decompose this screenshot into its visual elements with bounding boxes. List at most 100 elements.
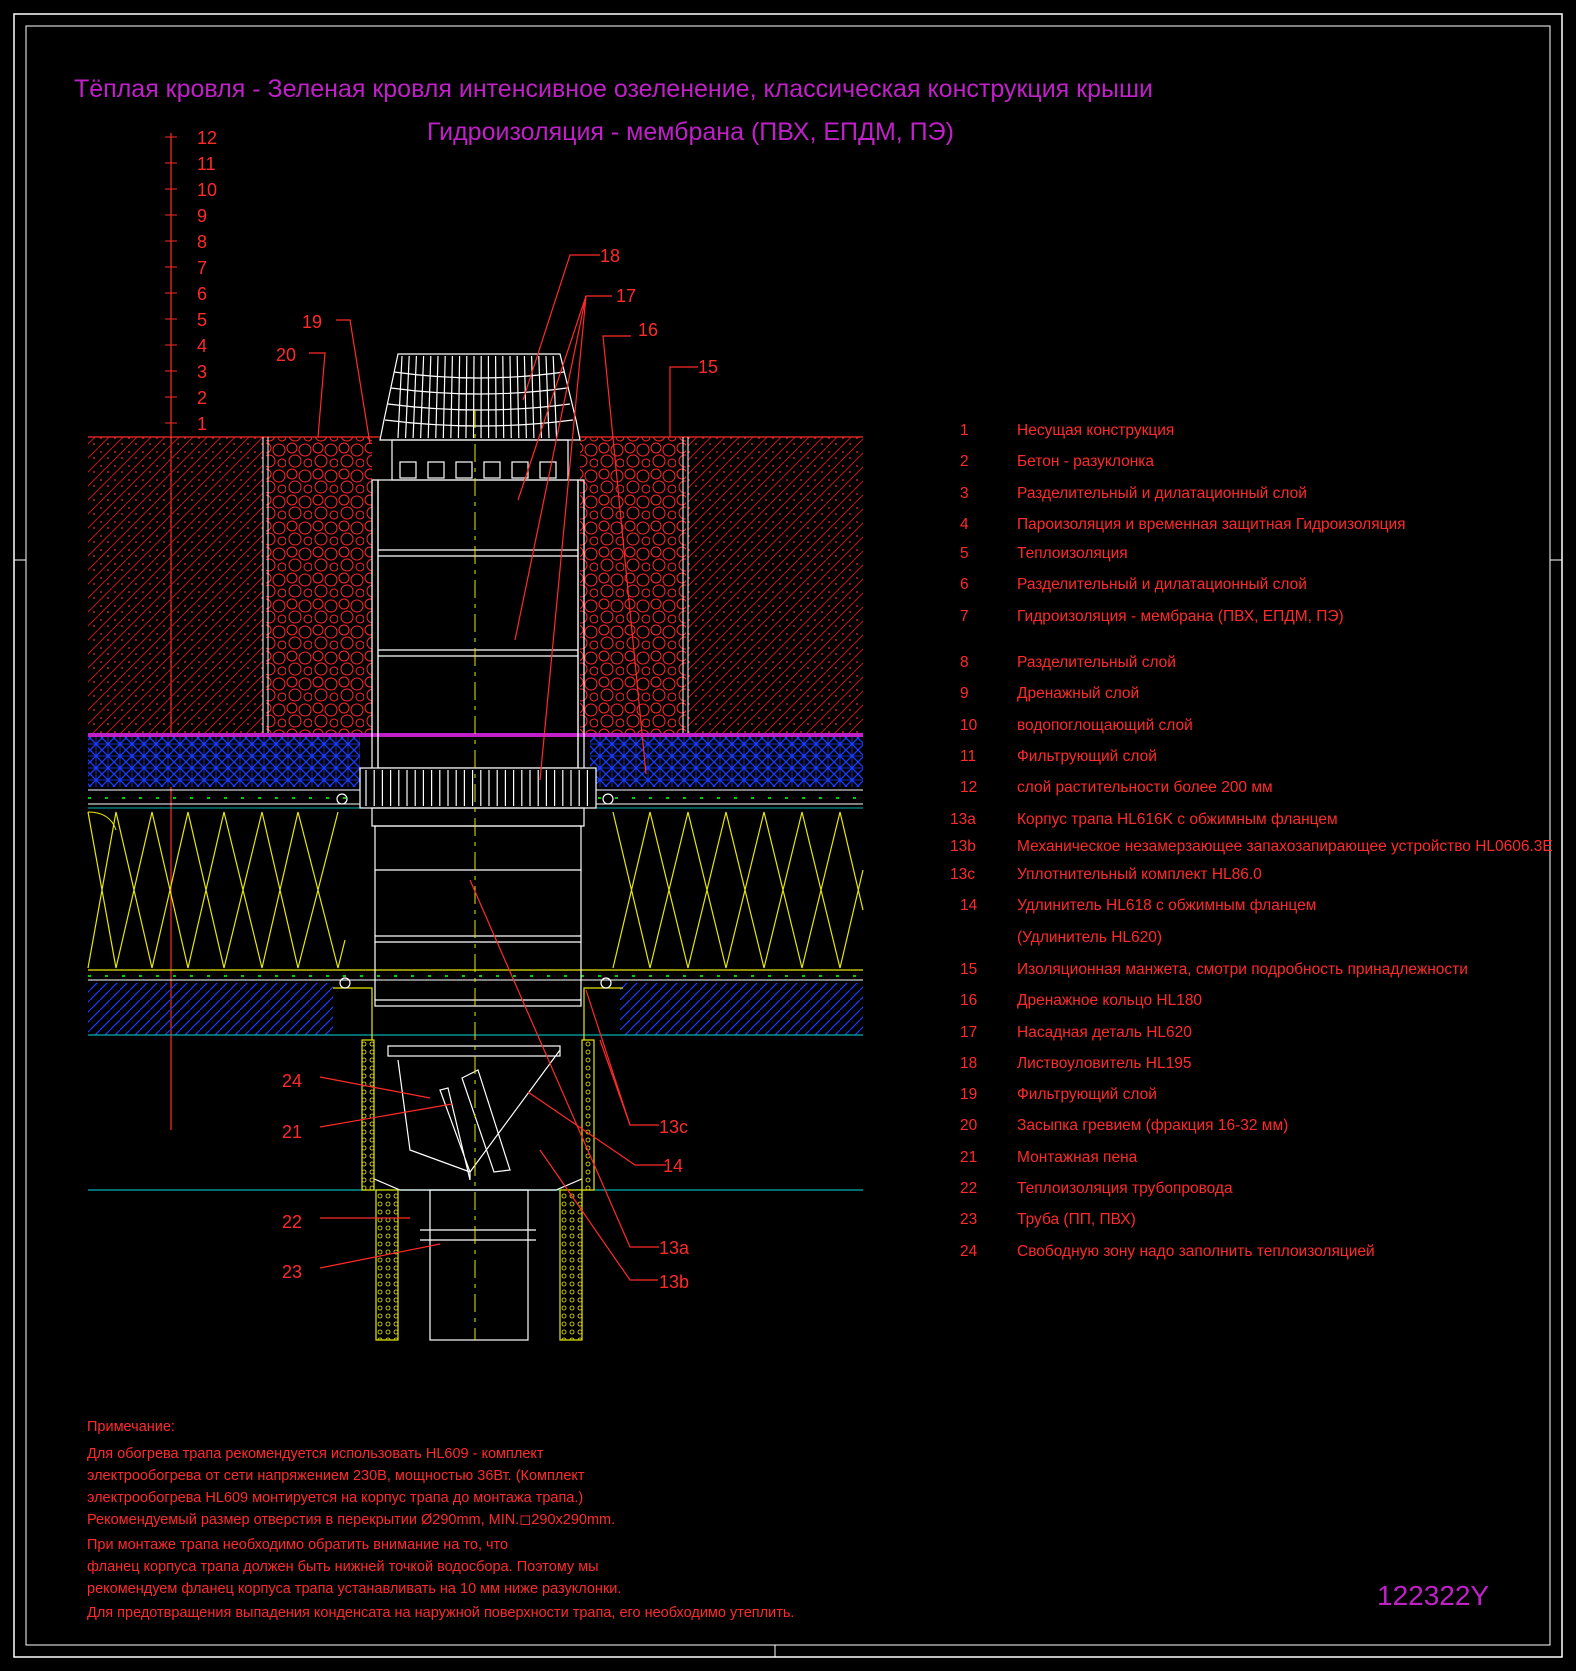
legend-text: Удлинитель HL618 с обжимным фланцем bbox=[1017, 897, 1317, 914]
legend-text: Разделительный слой bbox=[1017, 654, 1176, 671]
drawing-code: 122322Y bbox=[1377, 1580, 1490, 1611]
scale-label: 6 bbox=[197, 284, 207, 304]
dome-slot bbox=[399, 461, 417, 479]
legend-number: 15 bbox=[960, 961, 978, 978]
legend-text: Изоляционная манжета, смотри подробность… bbox=[1017, 961, 1468, 978]
callout-22: 22 bbox=[282, 1212, 302, 1232]
legend-text: Монтажная пена bbox=[1017, 1149, 1138, 1166]
legend-text: Теплоизоляция bbox=[1017, 545, 1128, 562]
legend-text: Фильтрующий слой bbox=[1017, 748, 1157, 765]
dome-rib bbox=[538, 355, 543, 439]
legend-number: 5 bbox=[960, 545, 969, 562]
scale-label: 5 bbox=[197, 310, 207, 330]
callout-24: 24 bbox=[282, 1071, 302, 1091]
note-line: Для предотвращения выпадения конденсата … bbox=[87, 1605, 795, 1621]
callout-13c: 13c bbox=[659, 1117, 688, 1137]
dome-rib bbox=[412, 355, 417, 439]
dome-rib bbox=[420, 355, 425, 439]
drawing-title: Тёплая кровля - Зеленая кровля интенсивн… bbox=[74, 75, 1153, 103]
note-line: Рекомендуемый размер отверстия в перекры… bbox=[87, 1512, 616, 1528]
legend-number: 22 bbox=[960, 1180, 978, 1197]
legend-number: 13b bbox=[950, 838, 976, 855]
legend-text: слой растительности более 200 мм bbox=[1017, 779, 1273, 796]
legend-number: 16 bbox=[960, 992, 978, 1009]
legend-number: 13c bbox=[950, 866, 975, 883]
legend-text: Механическое незамерзающее запахозапираю… bbox=[1017, 838, 1553, 855]
callout-18: 18 bbox=[600, 246, 620, 266]
dome-rib bbox=[552, 355, 558, 439]
legend-number: 9 bbox=[960, 685, 969, 702]
dome-slot bbox=[455, 461, 473, 479]
dome-rib bbox=[442, 355, 446, 439]
scale-label: 9 bbox=[197, 206, 207, 226]
roof-section bbox=[87, 436, 864, 1191]
legend-text: Несущая конструкция bbox=[1017, 422, 1175, 439]
legend-text: Свободную зону надо заполнить теплоизоля… bbox=[1017, 1243, 1375, 1260]
scale-label: 4 bbox=[197, 336, 207, 356]
legend-number: 20 bbox=[960, 1117, 978, 1134]
note-line: При монтаже трапа необходимо обратить вн… bbox=[87, 1537, 509, 1553]
legend-number: 13a bbox=[950, 811, 976, 828]
drawing-subtitle: Гидроизоляция - мембрана (ПВХ, ЕПДМ, ПЭ) bbox=[427, 118, 954, 146]
sheet-frame bbox=[13, 13, 1563, 1658]
legend-text: (Удлинитель HL620) bbox=[1017, 929, 1163, 946]
legend-number: 14 bbox=[960, 897, 978, 914]
legend-text: Разделительный и дилатационный слой bbox=[1017, 485, 1307, 502]
legend-text: Фильтрующий слой bbox=[1017, 1086, 1157, 1103]
scale-label: 10 bbox=[197, 180, 217, 200]
legend-number: 17 bbox=[960, 1024, 978, 1041]
legend-number: 23 bbox=[960, 1211, 978, 1228]
legend-number: 24 bbox=[960, 1243, 978, 1260]
legend-text: Засыпка гревием (фракция 16-32 мм) bbox=[1017, 1117, 1289, 1134]
legend-text: Теплоизоляция трубопровода bbox=[1017, 1180, 1233, 1197]
legend-text: Насадная деталь HL620 bbox=[1017, 1024, 1192, 1041]
legend-number: 3 bbox=[960, 485, 969, 502]
callout-15: 15 bbox=[698, 357, 718, 377]
dome-rib bbox=[509, 355, 512, 439]
dome-rib bbox=[516, 355, 520, 439]
leader-lines bbox=[309, 254, 698, 1281]
callout-13a: 13a bbox=[659, 1238, 690, 1258]
legend-text: Дренажное кольцо HL180 bbox=[1017, 992, 1203, 1009]
legend-number: 4 bbox=[960, 516, 969, 533]
dome-rib bbox=[450, 355, 453, 439]
dome-rib bbox=[465, 355, 468, 439]
dome-rib bbox=[397, 355, 403, 439]
scale-label: 11 bbox=[197, 154, 216, 174]
legend-number: 2 bbox=[960, 453, 969, 470]
callout-17: 17 bbox=[616, 286, 636, 306]
dome-slot bbox=[539, 461, 557, 479]
callout-16: 16 bbox=[638, 320, 658, 340]
legend-number: 10 bbox=[960, 717, 978, 734]
callout-20: 20 bbox=[276, 345, 296, 365]
legend-number: 19 bbox=[960, 1086, 978, 1103]
legend-number: 21 bbox=[960, 1149, 978, 1166]
legend-number: 11 bbox=[960, 748, 977, 765]
dome-ring bbox=[384, 419, 574, 427]
scale-label: 12 bbox=[197, 128, 217, 148]
dome-rib bbox=[472, 355, 475, 439]
legend-text: Бетон - разуклонка bbox=[1017, 453, 1155, 470]
dome-rib bbox=[545, 355, 550, 439]
note-line: Для обогрева трапа рекомендуется использ… bbox=[87, 1446, 544, 1462]
roof-drain-assembly bbox=[333, 353, 623, 1341]
dome-rib bbox=[404, 355, 410, 439]
note-line: рекомендуем фланец корпуса трапа устанав… bbox=[87, 1581, 622, 1597]
note-line: фланец корпуса трапа должен быть нижней … bbox=[87, 1559, 599, 1575]
legend-text: Пароизоляция и временная защитная Гидрои… bbox=[1017, 516, 1406, 533]
legend-text: Корпус трапа HL616K с обжимным фланцем bbox=[1017, 811, 1338, 828]
callout-14: 14 bbox=[663, 1156, 683, 1176]
legend-number: 12 bbox=[960, 779, 978, 796]
scale-label: 7 bbox=[197, 258, 207, 278]
legend-text: Уплотнительный комплект HL86.0 bbox=[1017, 866, 1262, 883]
legend-text: Разделительный и дилатационный слой bbox=[1017, 576, 1307, 593]
legend-text: Дренажный слой bbox=[1017, 685, 1140, 702]
callout-21: 21 bbox=[282, 1122, 302, 1142]
note-line: электрообогрева от сети напряжением 230В… bbox=[87, 1468, 585, 1484]
notes-heading: Примечание: bbox=[87, 1419, 175, 1435]
legend-number: 8 bbox=[960, 654, 969, 671]
legend-text: Гидроизоляция - мембрана (ПВХ, ЕПДМ, ПЭ) bbox=[1017, 608, 1344, 625]
scale-label: 8 bbox=[197, 232, 207, 252]
